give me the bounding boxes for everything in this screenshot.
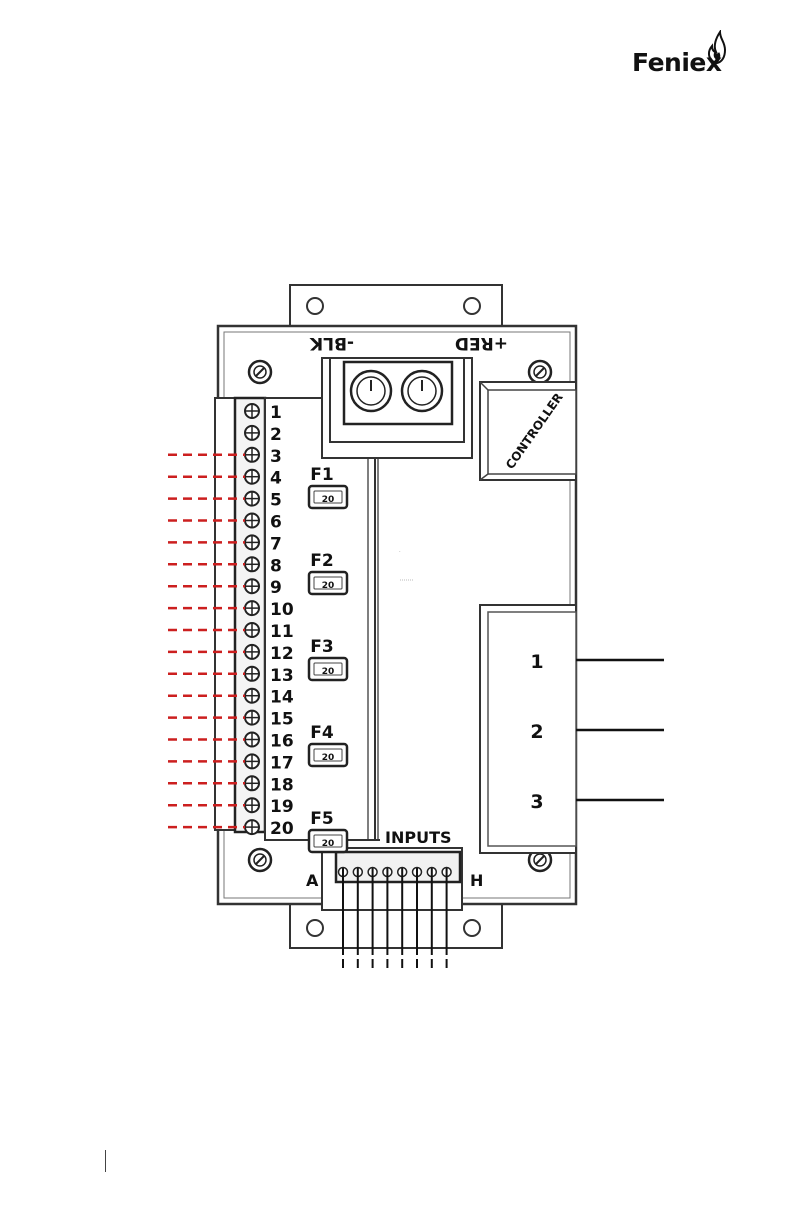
- controller-port: CONTROLLER: [480, 382, 576, 480]
- terminal-number: 3: [270, 447, 282, 467]
- fuse-label: F2: [310, 551, 333, 571]
- terminal-number: 7: [270, 534, 282, 554]
- terminal-number: 15: [270, 710, 294, 730]
- output-ports-housing: [480, 605, 576, 853]
- power-pos-label: +RED: [455, 333, 508, 353]
- terminal-number: 6: [270, 513, 282, 533]
- output-port-label: 3: [530, 791, 543, 813]
- terminal-number: 13: [270, 666, 294, 686]
- terminal-strip: [215, 398, 235, 830]
- terminal-number: 17: [270, 753, 294, 773]
- mounting-hole: [307, 298, 323, 314]
- fuse-rating: 20: [322, 667, 335, 677]
- terminal-number: 11: [270, 622, 294, 642]
- fuse-label: F1: [310, 465, 333, 485]
- terminal-number: 18: [270, 775, 294, 795]
- input-last-label: H: [470, 871, 483, 890]
- output-port-label: 1: [530, 651, 543, 673]
- terminal-number: 10: [270, 600, 294, 620]
- mounting-hole: [307, 920, 323, 936]
- terminal-number: 14: [270, 688, 294, 708]
- fuse-label: F4: [310, 723, 334, 743]
- mounting-hole: [464, 298, 480, 314]
- input-first-label: A: [306, 871, 319, 890]
- output-port-label: 2: [530, 721, 543, 743]
- terminal-number: 12: [270, 644, 294, 664]
- fuse-rating: 20: [322, 495, 335, 505]
- mounting-hole: [464, 920, 480, 936]
- fuse-rating: 20: [322, 753, 335, 763]
- terminal-number: 20: [270, 819, 294, 839]
- inputs-label: INPUTS: [385, 828, 452, 847]
- terminal-number: 9: [270, 578, 282, 598]
- power-neg-label: -BLK: [309, 333, 354, 353]
- terminal-number: 16: [270, 732, 294, 752]
- fuse-label: F5: [310, 809, 333, 829]
- page-marker: [105, 1150, 106, 1172]
- fuse-label: F3: [310, 637, 333, 657]
- terminal-number: 8: [270, 556, 282, 576]
- terminal-number: 19: [270, 797, 294, 817]
- fuse-rating: 20: [322, 581, 335, 591]
- fuse-rating: 20: [322, 839, 335, 849]
- terminal-number: 5: [270, 491, 282, 511]
- terminal-number: 2: [270, 425, 282, 445]
- terminal-number: 1: [270, 403, 282, 423]
- terminal-number: 4: [270, 469, 282, 489]
